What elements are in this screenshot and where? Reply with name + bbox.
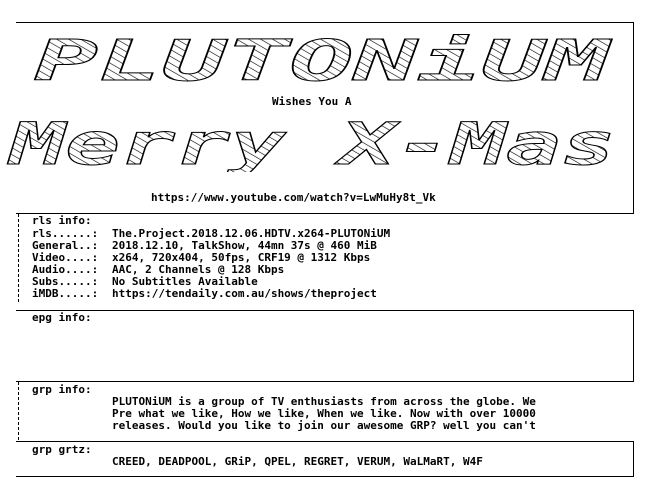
grp-grtz-header: grp grtz: <box>32 443 92 456</box>
grp-info-line: releases. Would you like to join our awe… <box>112 419 536 432</box>
merry-xmas-ascii-art: Merry X-Mas <box>6 110 616 172</box>
grtz-top-border <box>16 441 634 442</box>
banner-right-border <box>633 22 634 214</box>
epg-top-border <box>16 310 634 311</box>
svg-text:PLUTONiUM: PLUTONiUM <box>34 30 613 88</box>
imdb-label: iMDB.....: <box>32 287 99 300</box>
audio-value: AAC, 2 Channels @ 128 Kbps <box>112 263 285 276</box>
svg-text:Merry X-Mas: Merry X-Mas <box>7 110 616 172</box>
general-label: General..: <box>32 239 99 252</box>
grp-grtz-groups: CREED, DEADPOOL, GRiP, QPEL, REGRET, VER… <box>112 455 483 468</box>
grp-info-line: PLUTONiUM is a group of TV enthusiasts f… <box>112 395 536 408</box>
grtz-right-border <box>633 441 634 477</box>
grp-left-border <box>18 382 19 440</box>
video-value: x264, 720x404, 50fps, CRF19 @ 1312 Kbps <box>112 251 371 264</box>
epg-bottom-border <box>16 381 634 382</box>
banner-bottom-border <box>16 213 634 214</box>
plutonium-ascii-logo: PLUTONiUM <box>34 30 614 88</box>
subs-value: No Subtitles Available <box>112 275 258 288</box>
subs-label: Subs.....: <box>32 275 99 288</box>
banner-url-link[interactable]: https://www.youtube.com/watch?v=LwMuHy8t… <box>151 191 436 204</box>
banner-top-border <box>16 22 634 23</box>
grp-info-header: grp info: <box>32 383 92 396</box>
epg-info-header: epg info: <box>32 311 92 324</box>
grtz-bottom-border <box>16 476 634 477</box>
imdb-link[interactable]: https://tendaily.com.au/shows/theproject <box>112 287 377 300</box>
grp-info-line: Pre what we like, How we like, When we l… <box>112 407 536 420</box>
general-value: 2018.12.10, TalkShow, 44mn 37s @ 460 MiB <box>112 239 377 252</box>
rls-label: rls......: <box>32 227 99 240</box>
rls-info-header: rls info: <box>32 214 92 227</box>
audio-label: Audio....: <box>32 263 99 276</box>
epg-right-border <box>633 310 634 382</box>
rls-value: The.Project.2018.12.06.HDTV.x264-PLUTONi… <box>112 227 391 240</box>
video-label: Video....: <box>32 251 99 264</box>
banner-tagline: Wishes You A <box>272 95 352 108</box>
rls-left-border <box>18 214 19 302</box>
